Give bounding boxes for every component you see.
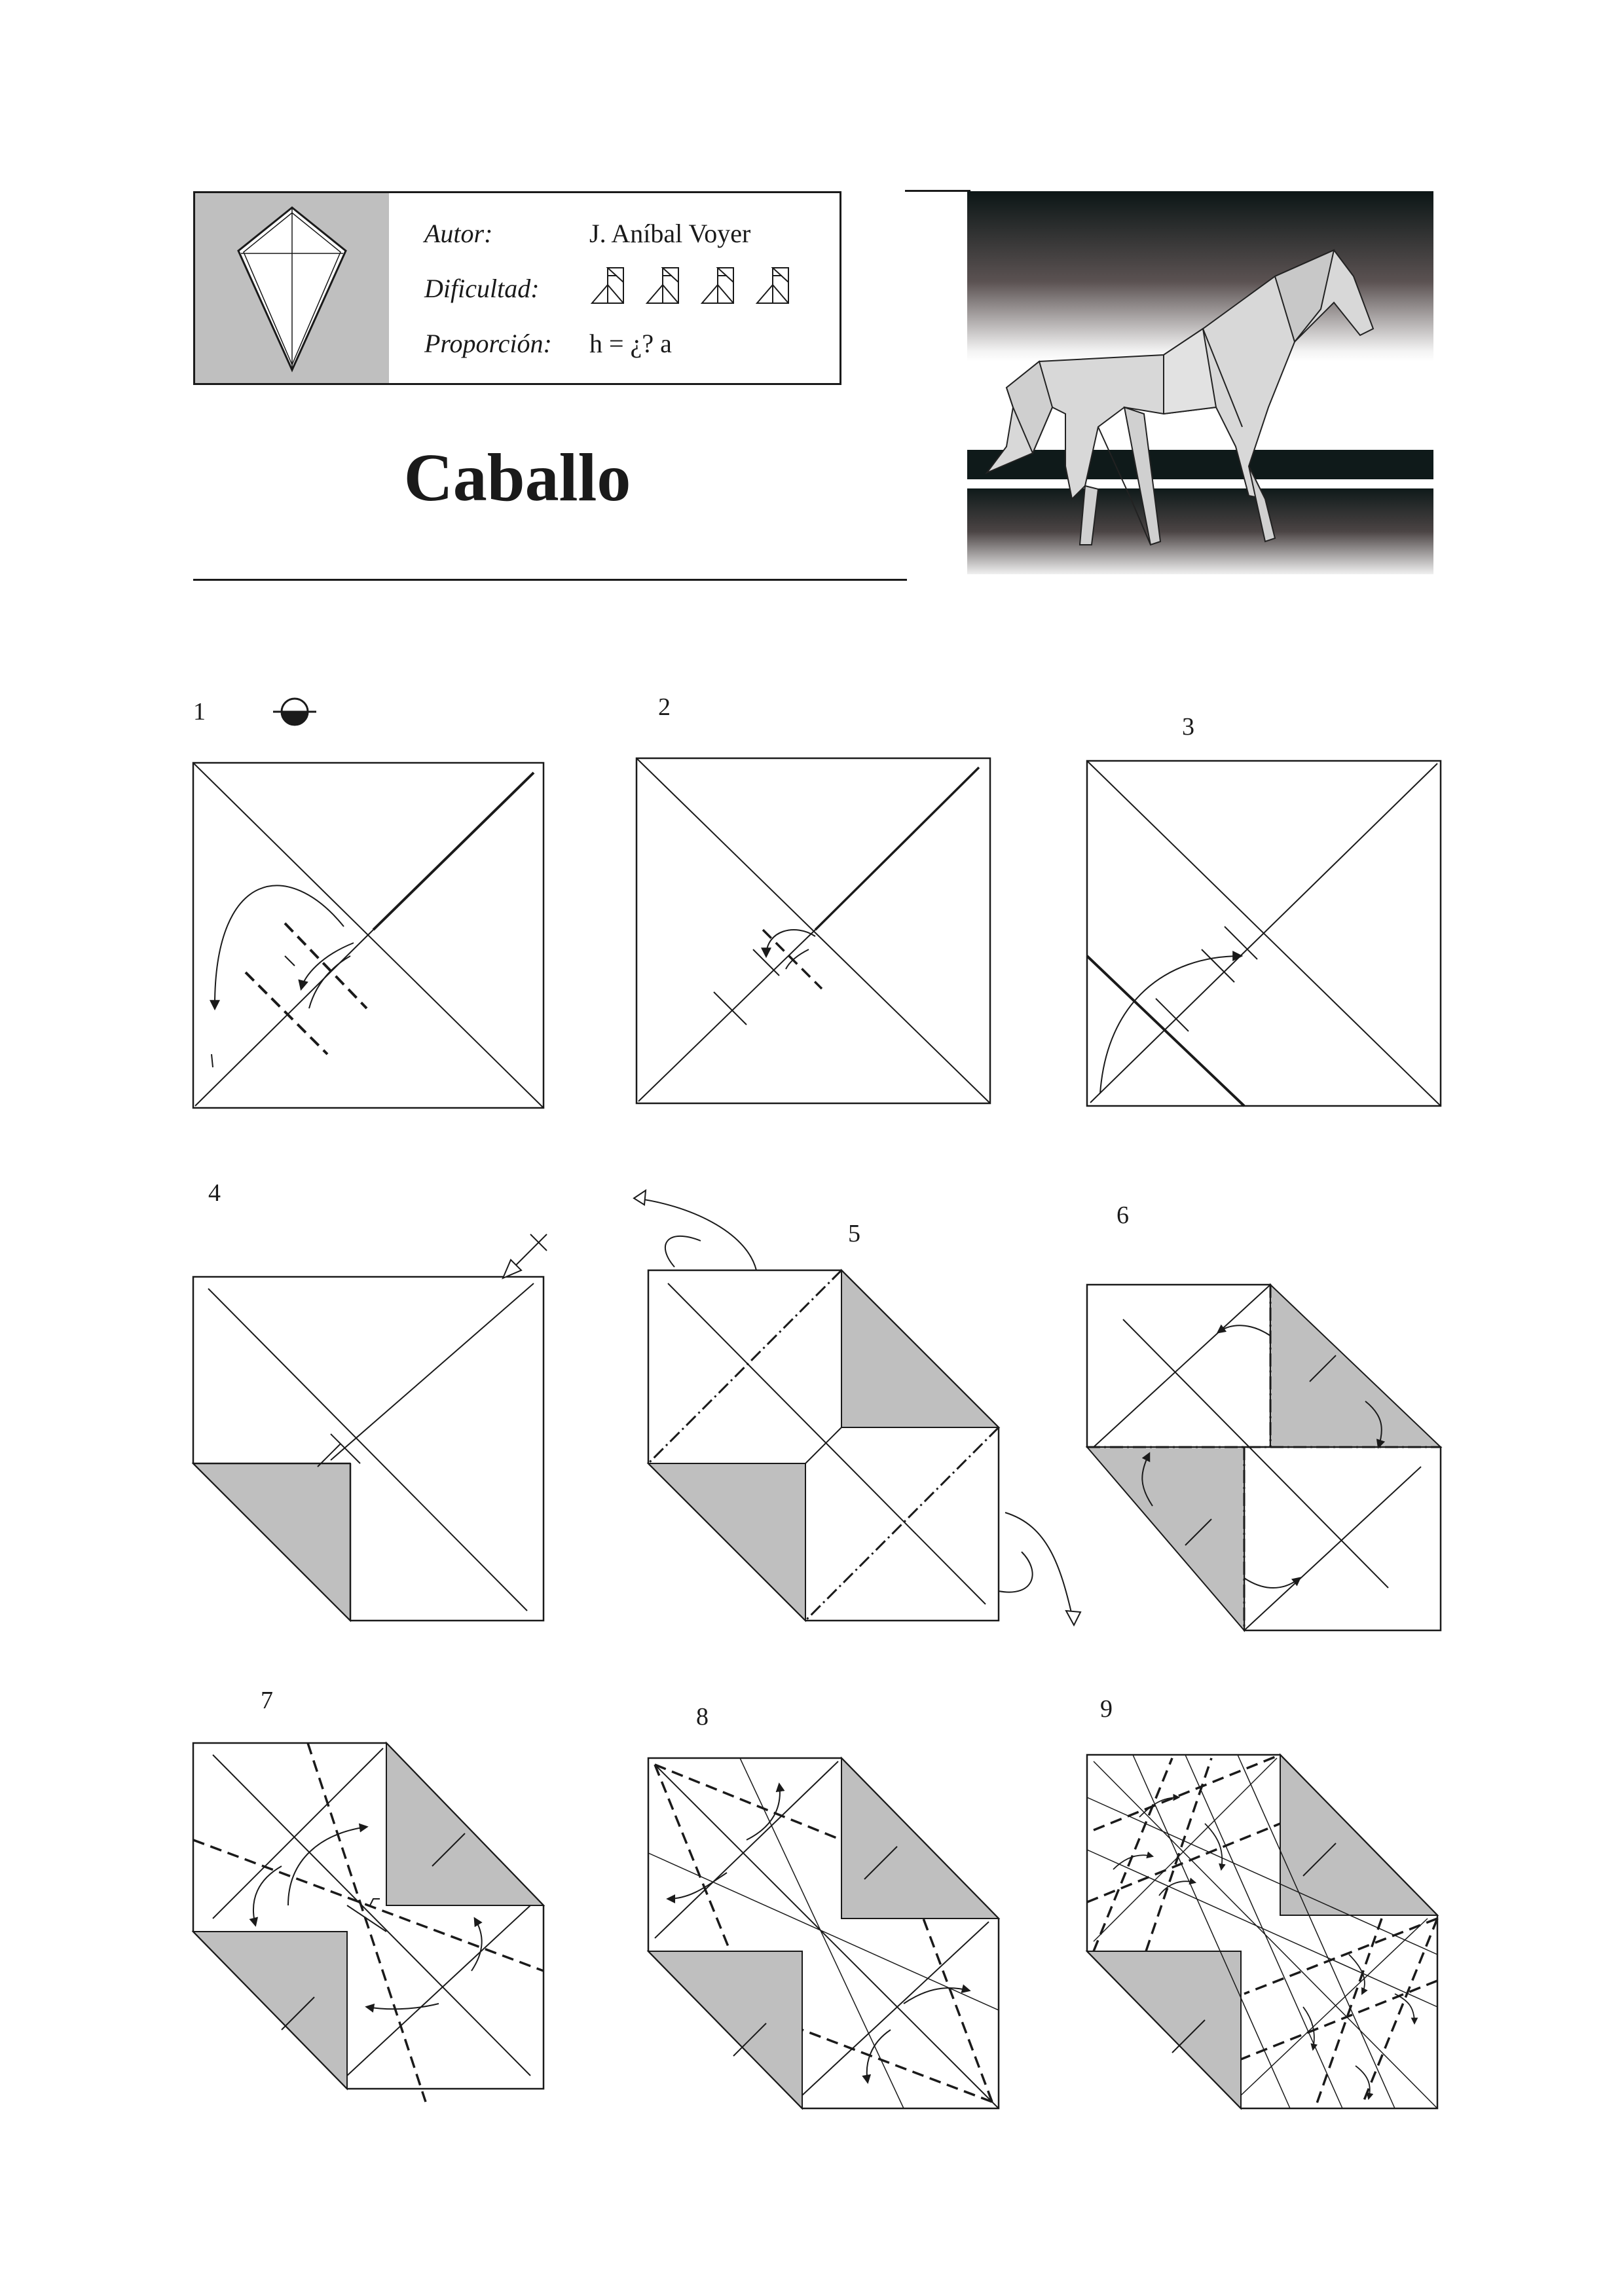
step-number-9: 9 — [1100, 1695, 1113, 1723]
origami-bird-difficulty-icon — [755, 267, 789, 304]
proportion-label: Proporción: — [424, 329, 552, 358]
difficulty-label: Dificultad: — [424, 274, 540, 303]
origami-bird-difficulty-icon — [645, 267, 679, 304]
step-4-diagram — [191, 1234, 547, 1623]
step-number-2: 2 — [658, 693, 671, 721]
step-number-4: 4 — [208, 1179, 221, 1207]
kite-base-icon — [237, 206, 347, 373]
step-2-diagram — [635, 757, 991, 1105]
page-title: Caballo — [403, 440, 631, 515]
origami-bird-difficulty-icon — [590, 267, 624, 304]
difficulty-rating — [588, 265, 794, 306]
step-number-7: 7 — [261, 1687, 273, 1714]
step-number-1: 1 — [193, 698, 206, 725]
step-number-8: 8 — [696, 1703, 709, 1731]
origami-bird-difficulty-icon — [700, 267, 734, 304]
kite-base-thumbnail — [195, 193, 389, 383]
step-8-diagram — [646, 1756, 1001, 2110]
step-9-diagram — [1085, 1753, 1439, 2110]
step-7-diagram — [191, 1741, 545, 2102]
step-number-5: 5 — [848, 1220, 860, 1247]
step-5-diagram — [633, 1189, 1082, 1627]
turn-over-icon — [273, 697, 316, 726]
proportion-value: h = ¿? a — [589, 329, 672, 358]
photo-divider — [905, 190, 970, 192]
author-value: J. Aníbal Voyer — [589, 219, 751, 248]
horse-photo — [967, 191, 1433, 574]
info-box: Autor: J. Aníbal Voyer Dificultad: Propo… — [193, 191, 841, 385]
title-divider — [193, 579, 907, 581]
origami-horse-figure — [984, 249, 1375, 546]
author-label: Autor: — [424, 219, 493, 248]
step-6-diagram — [1085, 1283, 1443, 1632]
step-number-6: 6 — [1116, 1202, 1129, 1229]
step-number-3: 3 — [1182, 713, 1194, 741]
step-3-diagram — [1086, 760, 1442, 1107]
step-1-diagram — [192, 762, 545, 1109]
